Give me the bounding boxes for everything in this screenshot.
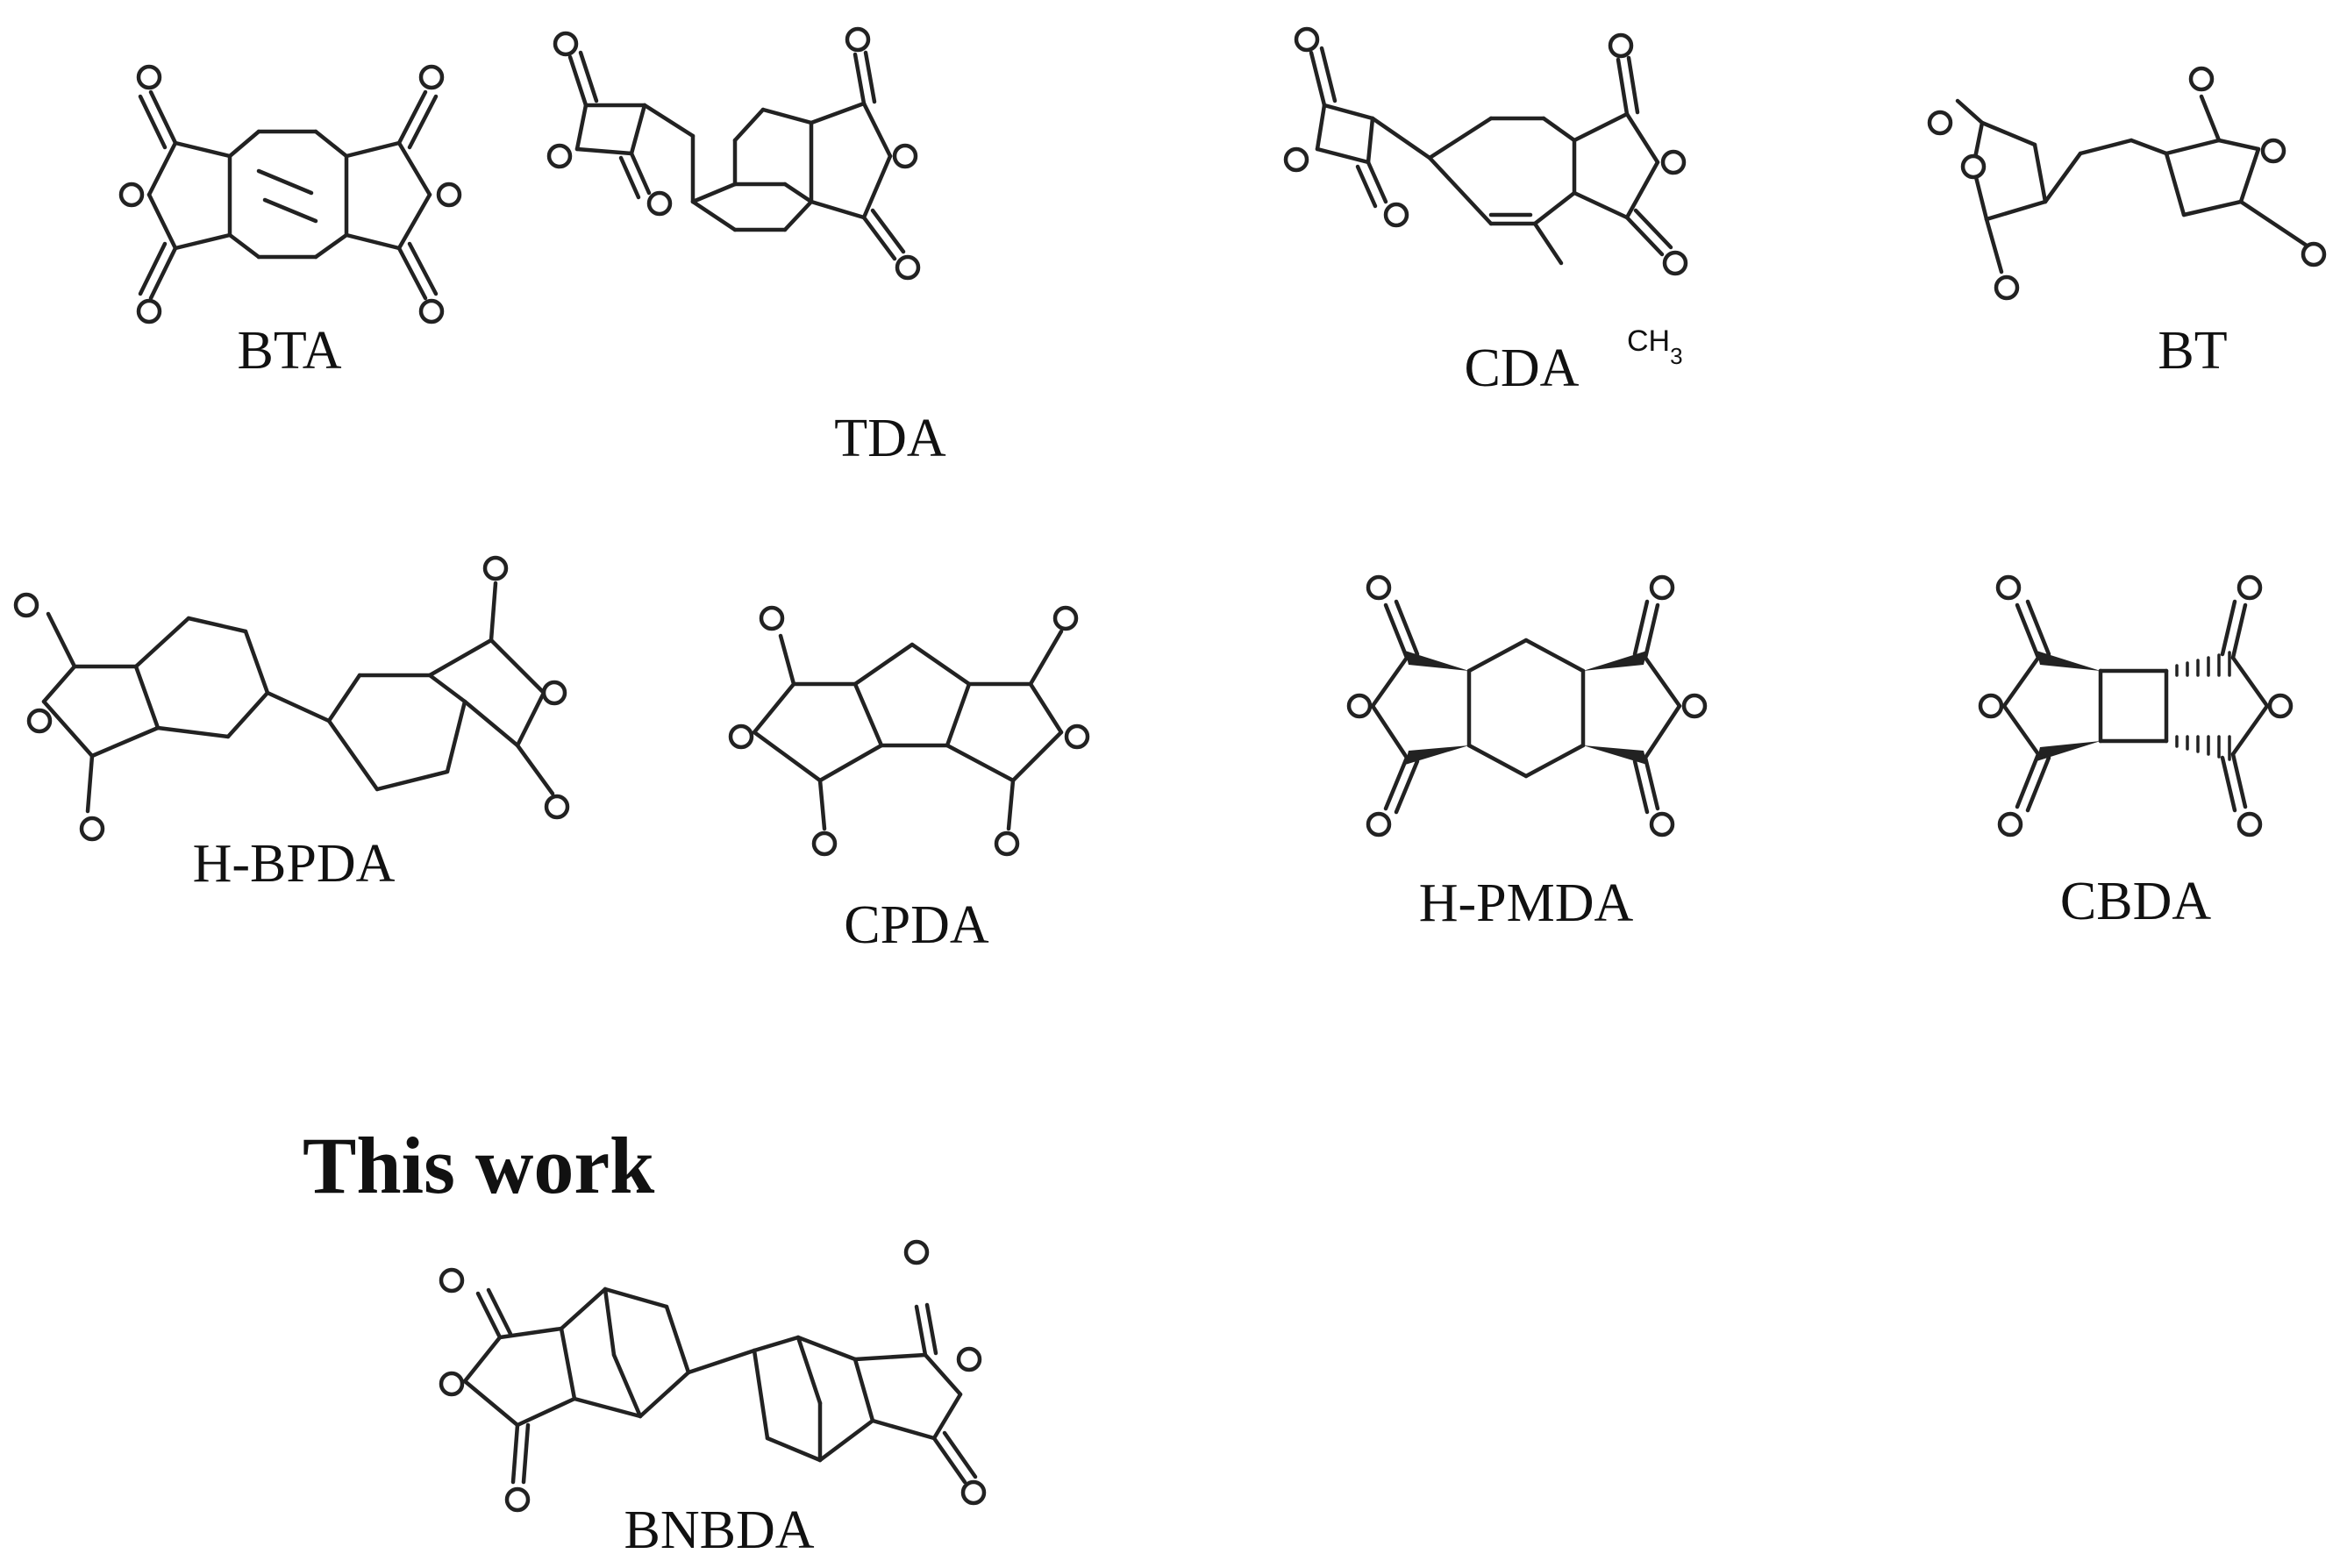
bta-structure xyxy=(118,64,462,324)
tda-structure xyxy=(546,26,921,281)
molecule-cbda: CBDA xyxy=(1978,574,2293,931)
bt-structure xyxy=(1927,66,2327,301)
this-work-heading: This work xyxy=(303,1121,655,1210)
cbda-label: CBDA xyxy=(2060,872,2211,931)
h-bpda-structure xyxy=(13,555,570,842)
cda-methyl-label: CH3 xyxy=(1627,324,1683,369)
molecule-bt: BT xyxy=(1927,66,2327,381)
h-pmda-structure xyxy=(1346,574,1708,837)
molecule-tda: TDA xyxy=(546,26,946,468)
molecule-bnbda: BNBDA xyxy=(439,1239,987,1560)
molecule-h-pmda: H-PMDA xyxy=(1346,574,1708,933)
cpda-structure xyxy=(728,605,1090,857)
molecule-cda: CH3 CDA xyxy=(1283,26,1688,398)
tda-label: TDA xyxy=(834,409,946,468)
bnbda-structure xyxy=(439,1239,987,1513)
molecule-cpda: CPDA xyxy=(728,605,1090,955)
bnbda-label: BNBDA xyxy=(624,1500,814,1560)
h-pmda-label: H-PMDA xyxy=(1419,873,1634,933)
cda-structure xyxy=(1283,26,1688,276)
bta-label: BTA xyxy=(237,321,341,381)
cpda-label: CPDA xyxy=(844,895,989,955)
molecule-bta: BTA xyxy=(118,64,462,381)
h-bpda-label: H-BPDA xyxy=(193,834,396,894)
molecule-h-bpda: H-BPDA xyxy=(13,555,570,894)
cbda-structure xyxy=(1978,574,2293,837)
cda-label: CDA xyxy=(1465,339,1580,398)
cbda-hashed-bonds xyxy=(2175,651,2231,761)
bt-label: BT xyxy=(2158,321,2227,381)
